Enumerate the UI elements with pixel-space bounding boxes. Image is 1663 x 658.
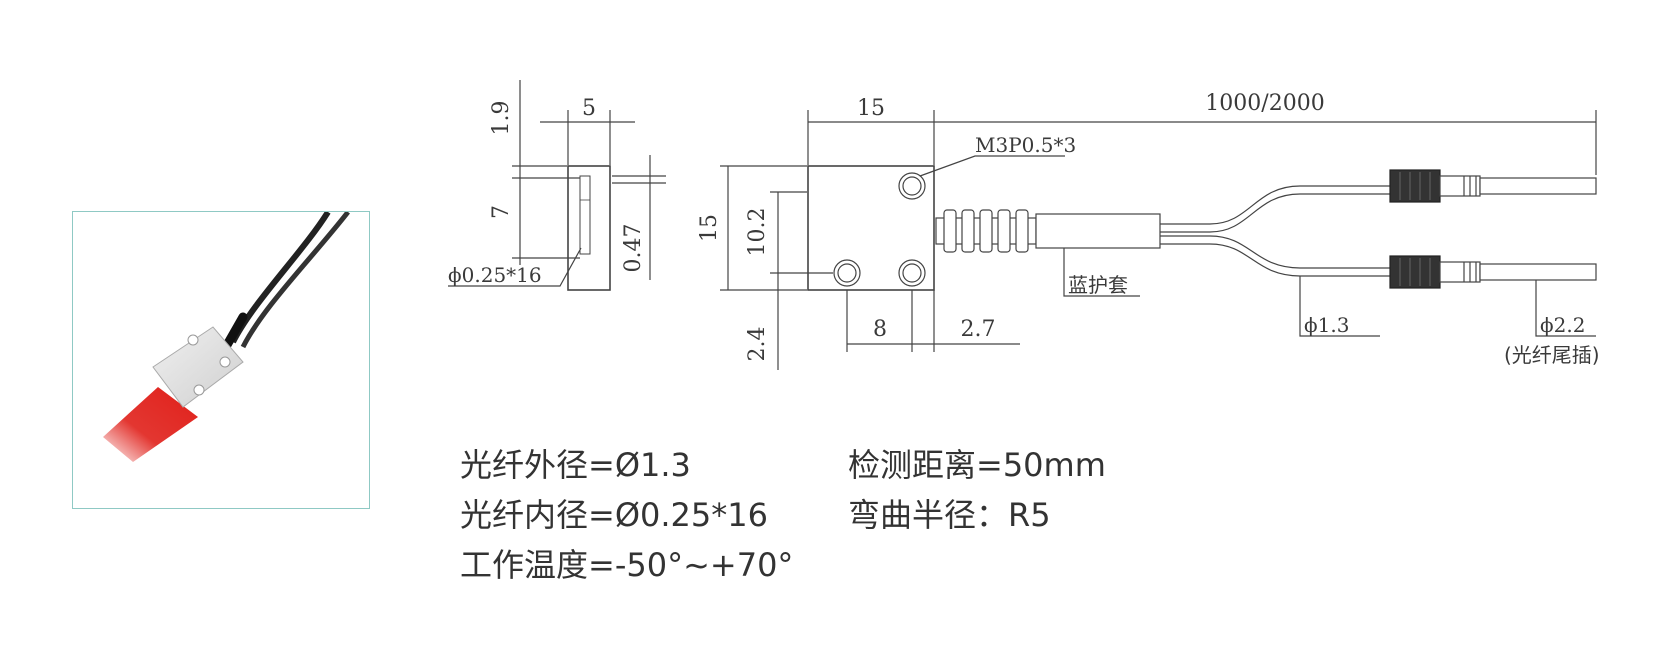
spec-bend-radius: 弯曲半径：R5 [848, 496, 1051, 534]
spec-outer-diameter: 光纤外径=Ø1.3 [460, 446, 691, 484]
product-illustration [103, 212, 350, 462]
spec-distance: 检测距离=50mm [848, 446, 1106, 484]
connector-upper [1389, 169, 1597, 203]
dim-hole-pitch: 8 [873, 317, 887, 342]
dim-front-height: 15 [697, 214, 722, 242]
front-view-body [807, 165, 935, 291]
spec-inner-diameter: 光纤内径=Ø0.25*16 [460, 496, 768, 534]
fiber-upper [1160, 185, 1390, 225]
ribbed-boot [935, 209, 1037, 253]
dim-side-height: 7 [489, 205, 514, 219]
dim-side-top: 1.9 [489, 101, 514, 136]
dim-bottom-offset: 2.4 [745, 327, 770, 362]
mount-hole-icon [193, 384, 205, 396]
dim-side-hole: ϕ0.25*16 [448, 263, 542, 287]
dim-edge: 2.7 [961, 317, 996, 342]
dim-hole-height: 10.2 [745, 208, 770, 257]
label-plug: (光纤尾插) [1504, 343, 1600, 367]
fiber-cable-2 [240, 212, 350, 349]
dim-front-width: 15 [857, 96, 885, 121]
light-beam [103, 387, 198, 462]
mount-hole-icon [187, 334, 199, 346]
dim-cable-length: 1000/2000 [1205, 91, 1324, 116]
side-view-slot [579, 175, 591, 255]
fiber-lower [1160, 235, 1390, 269]
dim-side-width: 5 [582, 96, 596, 121]
dim-side-depth: 0.47 [621, 224, 646, 273]
thread-hole [898, 172, 926, 200]
mount-hole-icon [219, 356, 231, 368]
product-photo [72, 211, 370, 509]
dim-plug: ϕ2.2 [1540, 313, 1585, 337]
label-thread: M3P0.5*3 [975, 133, 1076, 157]
dim-fiber: ϕ1.3 [1304, 313, 1349, 337]
label-sleeve: 蓝护套 [1068, 273, 1128, 297]
protective-sleeve [1035, 213, 1161, 249]
spec-temperature: 工作温度=-50°~+70° [460, 546, 794, 584]
connector-lower [1389, 255, 1597, 289]
side-view-body [567, 165, 611, 291]
